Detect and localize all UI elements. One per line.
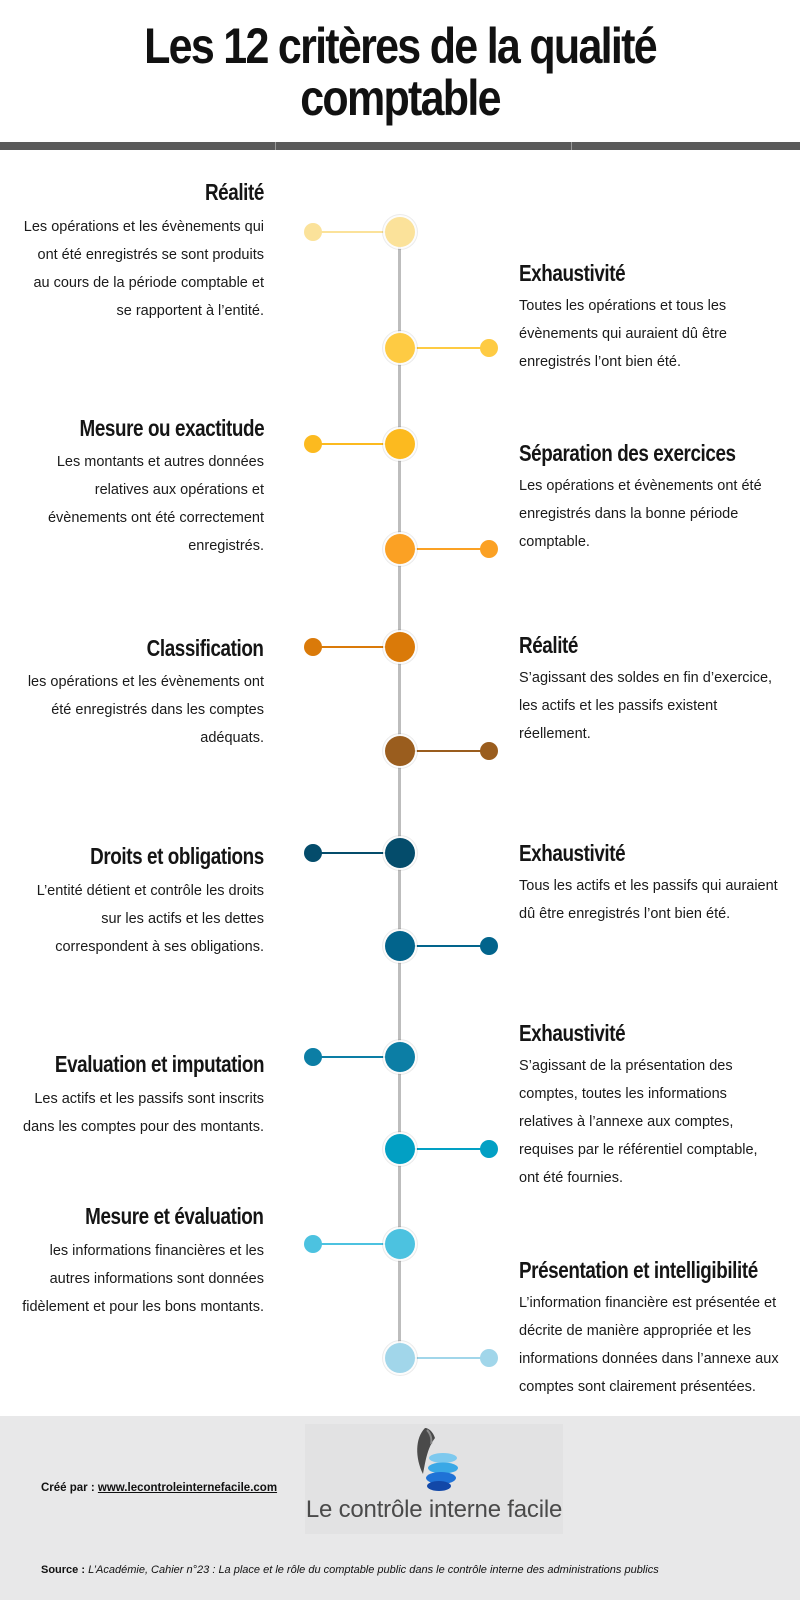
criterion-title: Mesure et évaluation: [85, 1203, 265, 1229]
timeline-connector: [400, 548, 489, 550]
criterion-title: Evaluation et imputation: [54, 1051, 265, 1077]
timeline-node: [385, 838, 415, 868]
criterion-title: Présentation et intelligibilité: [519, 1257, 758, 1283]
criterion-title: Classification: [147, 635, 264, 661]
timeline-side-dot: [304, 1048, 322, 1066]
criterion-title: Réalité: [519, 632, 578, 658]
criterion-title: Séparation des exercices: [519, 440, 736, 466]
logo-icon: [417, 1428, 458, 1491]
criterion-description: les opérations et les évènements ont été…: [27, 674, 264, 746]
timeline-side-dot: [304, 844, 322, 862]
timeline-connector: [313, 1243, 400, 1245]
criterion-description: Toutes les opérations et tous les évènem…: [519, 298, 727, 370]
criterion-description: Les opérations et les évènements qui ont…: [23, 219, 264, 319]
timeline-node: [385, 1343, 415, 1373]
criterion-title: Exhaustivité: [519, 260, 626, 286]
criterion-description: les informations financières et les autr…: [22, 1243, 264, 1315]
created-label: Créé par :: [41, 1482, 95, 1494]
created-by: Créé par : www.lecontroleinternefacile.c…: [41, 1482, 277, 1494]
band-tick: [275, 142, 276, 150]
title-line-1: Les 12 critères de la qualité: [144, 18, 658, 74]
website-link[interactable]: www.lecontroleinternefacile.com: [97, 1482, 278, 1494]
criterion-description: S’agissant des soldes en fin d’exercice,…: [519, 670, 773, 742]
logo-text: Le contrôle interne facile: [305, 1496, 563, 1523]
timeline-connector: [313, 646, 400, 648]
timeline-side-dot: [304, 435, 322, 453]
criterion-title: Droits et obligations: [90, 843, 264, 869]
logo: Le contrôle interne facile: [305, 1424, 563, 1534]
timeline-connector: [313, 443, 400, 445]
timeline-side-dot: [304, 638, 322, 656]
timeline-axis: [398, 228, 401, 1358]
criterion-description: Les opérations et évènements ont été enr…: [519, 478, 762, 550]
timeline-side-dot: [480, 742, 498, 760]
timeline-node: [385, 217, 415, 247]
source-text: L’Académie, Cahier n°23 : La place et le…: [88, 1564, 659, 1576]
criterion-title: Exhaustivité: [519, 840, 626, 866]
title-line-2: comptable: [300, 70, 501, 126]
timeline-node: [385, 534, 415, 564]
source-label: Source :: [41, 1564, 86, 1576]
header-divider-band: [0, 142, 800, 150]
timeline-connector: [400, 1357, 489, 1359]
criterion-description: Tous les actifs et les passifs qui aurai…: [519, 878, 778, 922]
criterion-title: Mesure ou exactitude: [79, 415, 264, 441]
timeline-connector: [313, 1056, 400, 1058]
timeline-connector: [400, 1148, 489, 1150]
timeline-side-dot: [480, 937, 498, 955]
criterion-description: S’agissant de la présentation des compte…: [519, 1058, 758, 1186]
timeline-side-dot: [304, 1235, 322, 1253]
criterion-title: Réalité: [205, 179, 264, 205]
timeline-connector: [313, 231, 400, 233]
timeline-node: [385, 632, 415, 662]
timeline-side-dot: [480, 339, 498, 357]
criterion-description: L’information financière est présentée e…: [519, 1295, 779, 1395]
timeline-side-dot: [480, 540, 498, 558]
page-title: Les 12 critères de la qualité comptable: [56, 20, 744, 124]
band-tick: [571, 142, 572, 150]
timeline-side-dot: [480, 1140, 498, 1158]
timeline-side-dot: [304, 223, 322, 241]
timeline-connector: [313, 852, 400, 854]
timeline-connector: [400, 945, 489, 947]
criterion-title: Exhaustivité: [519, 1020, 626, 1046]
timeline-node: [385, 736, 415, 766]
timeline-node: [385, 1229, 415, 1259]
timeline-node: [385, 333, 415, 363]
timeline-side-dot: [480, 1349, 498, 1367]
timeline-node: [385, 1134, 415, 1164]
footer: Le contrôle interne facile Créé par : ww…: [0, 1416, 800, 1600]
timeline-node: [385, 931, 415, 961]
timeline-node: [385, 429, 415, 459]
criterion-description: Les actifs et les passifs sont inscrits …: [23, 1091, 264, 1135]
timeline-node: [385, 1042, 415, 1072]
criterion-description: L’entité détient et contrôle les droits …: [36, 883, 264, 955]
source-line: Source : L’Académie, Cahier n°23 : La pl…: [41, 1564, 659, 1576]
timeline-connector: [400, 750, 489, 752]
criterion-description: Les montants et autres données relatives…: [47, 454, 264, 554]
timeline-connector: [400, 347, 489, 349]
